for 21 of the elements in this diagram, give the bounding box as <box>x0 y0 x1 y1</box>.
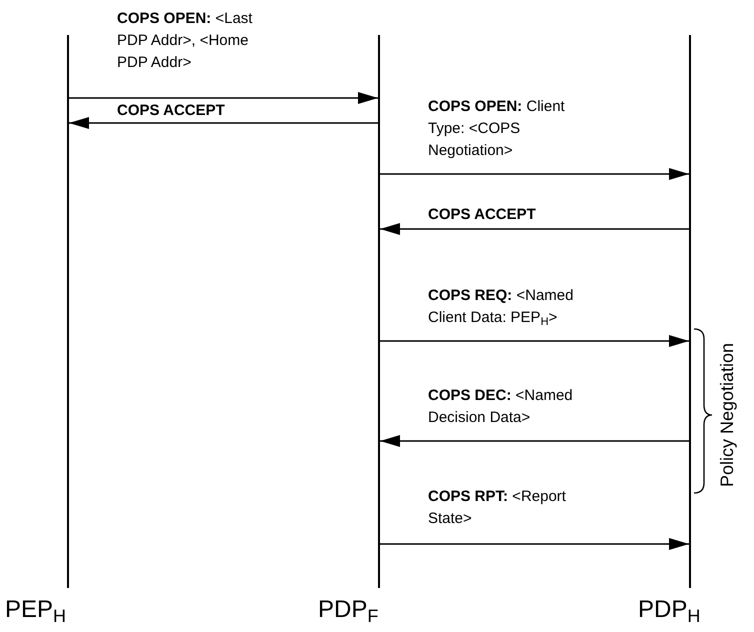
lifeline <box>67 35 69 588</box>
message-label: COPS DEC: <Named Decision Data> <box>428 386 574 428</box>
arrow <box>69 92 378 104</box>
arrow <box>380 168 689 180</box>
arrow <box>380 223 689 235</box>
bracket-label: Policy Negotiation <box>718 342 736 490</box>
message-label: COPS OPEN: Client Type: <COPS Negotiation> <box>428 97 566 161</box>
arrow <box>380 435 689 447</box>
participant-label: PEP$_{H}$ <box>5 598 66 622</box>
arrow <box>380 538 689 550</box>
message-label: COPS ACCEPT <box>117 101 226 121</box>
lifeline <box>378 35 380 588</box>
message-label: COPS REQ: <Named Client Data: PEP$_{H}$> <box>428 286 574 329</box>
arrow <box>380 335 689 347</box>
lifeline <box>689 35 691 588</box>
participant-label: PDP$_{F}$ <box>318 598 378 622</box>
message-label: COPS RPT: <Report State> <box>428 487 567 529</box>
message-label: COPS ACCEPT <box>428 205 537 225</box>
participant-label: PDP$_{H}$ <box>638 598 700 622</box>
message-label: COPS OPEN: <Last PDP Addr>, <Home PDP Addr> <box>117 9 254 73</box>
arrow <box>69 117 378 129</box>
